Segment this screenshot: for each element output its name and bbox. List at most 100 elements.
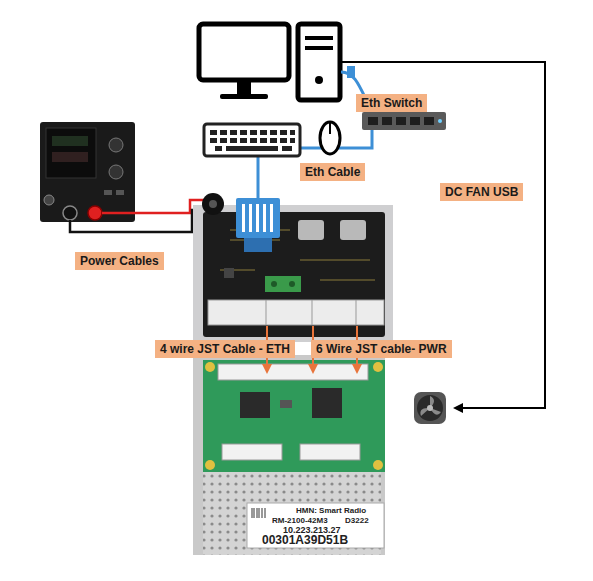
radio-module-photo xyxy=(300,444,360,460)
power-supply-icon xyxy=(109,165,123,179)
switch-icon xyxy=(438,119,442,123)
fan-icon xyxy=(417,395,443,421)
mouse-icon xyxy=(320,122,340,154)
keyboard-icon xyxy=(250,138,257,143)
keyboard-icon xyxy=(270,138,277,143)
monitor-icon xyxy=(199,24,289,80)
carrier-board-photo xyxy=(193,205,393,342)
power-supply-icon xyxy=(116,190,124,195)
rj45-connector-icon xyxy=(256,204,259,232)
power-supply-icon xyxy=(40,122,135,222)
ethernet-plug xyxy=(347,66,355,78)
label-text: 6 Wire JST cable- PWR xyxy=(316,341,447,357)
label-text: Power Cables xyxy=(80,253,159,269)
tower-icon xyxy=(305,36,333,40)
power-supply-icon xyxy=(46,128,96,178)
rj45-connector-icon xyxy=(263,204,266,232)
carrier-board-photo xyxy=(298,220,324,240)
keyboard-icon xyxy=(230,130,237,135)
label-text: Eth Switch xyxy=(361,95,422,111)
radio-module-photo xyxy=(205,362,215,372)
keyboard-icon xyxy=(204,124,300,156)
keyboard-icon xyxy=(226,146,278,151)
radio-module-photo xyxy=(193,355,385,555)
keyboard-icon xyxy=(250,130,257,135)
tower-icon xyxy=(298,24,340,100)
mouse-icon xyxy=(320,122,340,154)
label-box: 6 Wire JST cable- PWR xyxy=(311,340,452,358)
carrier-board-photo xyxy=(356,300,357,325)
label-box: Eth Switch xyxy=(356,94,427,112)
power-supply-icon xyxy=(63,206,77,220)
rj45-connector-icon xyxy=(236,198,280,252)
keyboard-icon xyxy=(280,130,287,135)
tower-icon xyxy=(315,76,323,84)
monitor-icon xyxy=(237,82,251,94)
sticker-text: D3222 xyxy=(345,516,369,525)
power-supply-icon xyxy=(52,152,88,162)
rj45-connector-icon xyxy=(236,198,280,238)
tower-icon xyxy=(305,46,333,50)
radio-module-photo xyxy=(312,388,342,418)
radio-module-photo xyxy=(222,444,282,460)
label-text: 4 wire JST Cable - ETH xyxy=(160,341,290,357)
keyboard-icon xyxy=(260,130,267,135)
power-cable-black xyxy=(70,210,205,232)
switch-icon xyxy=(362,112,446,130)
rj45-connector-icon xyxy=(249,204,252,232)
carrier-board-photo xyxy=(203,212,385,337)
label-text: DC FAN USB xyxy=(445,184,518,200)
keyboard-icon xyxy=(210,130,217,135)
carrier-board-photo xyxy=(208,300,384,325)
keyboard-icon xyxy=(210,138,217,143)
keyboard-icon xyxy=(280,138,287,143)
keyboard-icon xyxy=(240,130,247,135)
keyboard-icon xyxy=(215,146,222,151)
carrier-board-photo xyxy=(266,300,267,325)
tower-icon xyxy=(298,24,340,100)
label-text: Eth Cable xyxy=(305,164,360,180)
power-supply-icon xyxy=(40,122,135,222)
keyboard-icon xyxy=(290,138,295,143)
carrier-board-photo xyxy=(224,268,234,278)
radio-module-photo xyxy=(252,508,265,518)
label-box: DC FAN USB xyxy=(440,183,523,201)
keyboard-icon xyxy=(290,130,295,135)
switch-icon xyxy=(410,117,420,125)
radio-module-photo xyxy=(280,400,292,408)
radio-module-photo xyxy=(203,360,385,472)
mouse-icon xyxy=(329,123,331,134)
radio-module-photo xyxy=(373,460,383,470)
fan-icon xyxy=(414,392,446,424)
sticker-text: RM-2100-42M3 xyxy=(272,516,328,525)
ethernet-wire xyxy=(258,130,372,198)
power-supply-icon xyxy=(44,195,54,205)
monitor-icon xyxy=(220,94,268,99)
power-supply-icon xyxy=(104,190,112,195)
power-supply-icon xyxy=(52,136,88,146)
rj45-connector-icon xyxy=(242,204,245,232)
switch-icon xyxy=(368,117,378,125)
keyboard-icon xyxy=(260,138,267,143)
fan-icon xyxy=(427,405,433,411)
sticker-text: HMN: Smart Radio xyxy=(296,506,366,515)
carrier-board-photo xyxy=(202,193,224,215)
power-supply-icon xyxy=(88,206,102,220)
radio-module-photo xyxy=(373,362,383,372)
rj45-connector-icon xyxy=(270,204,273,232)
radio-module-photo xyxy=(247,503,384,548)
carrier-board-photo xyxy=(271,281,277,287)
power-supply-icon xyxy=(109,138,123,152)
radio-module-photo xyxy=(218,364,368,380)
keyboard-icon xyxy=(270,130,277,135)
carrier-board-photo xyxy=(209,200,217,208)
rj45-connector-icon xyxy=(244,238,272,252)
power-cable-red xyxy=(102,200,205,213)
keyboard-icon xyxy=(282,146,292,151)
label-box: Power Cables xyxy=(75,252,164,270)
label-box: 4 wire JST Cable - ETH xyxy=(155,340,295,358)
switch-icon xyxy=(362,112,446,130)
monitor-icon xyxy=(199,24,289,99)
